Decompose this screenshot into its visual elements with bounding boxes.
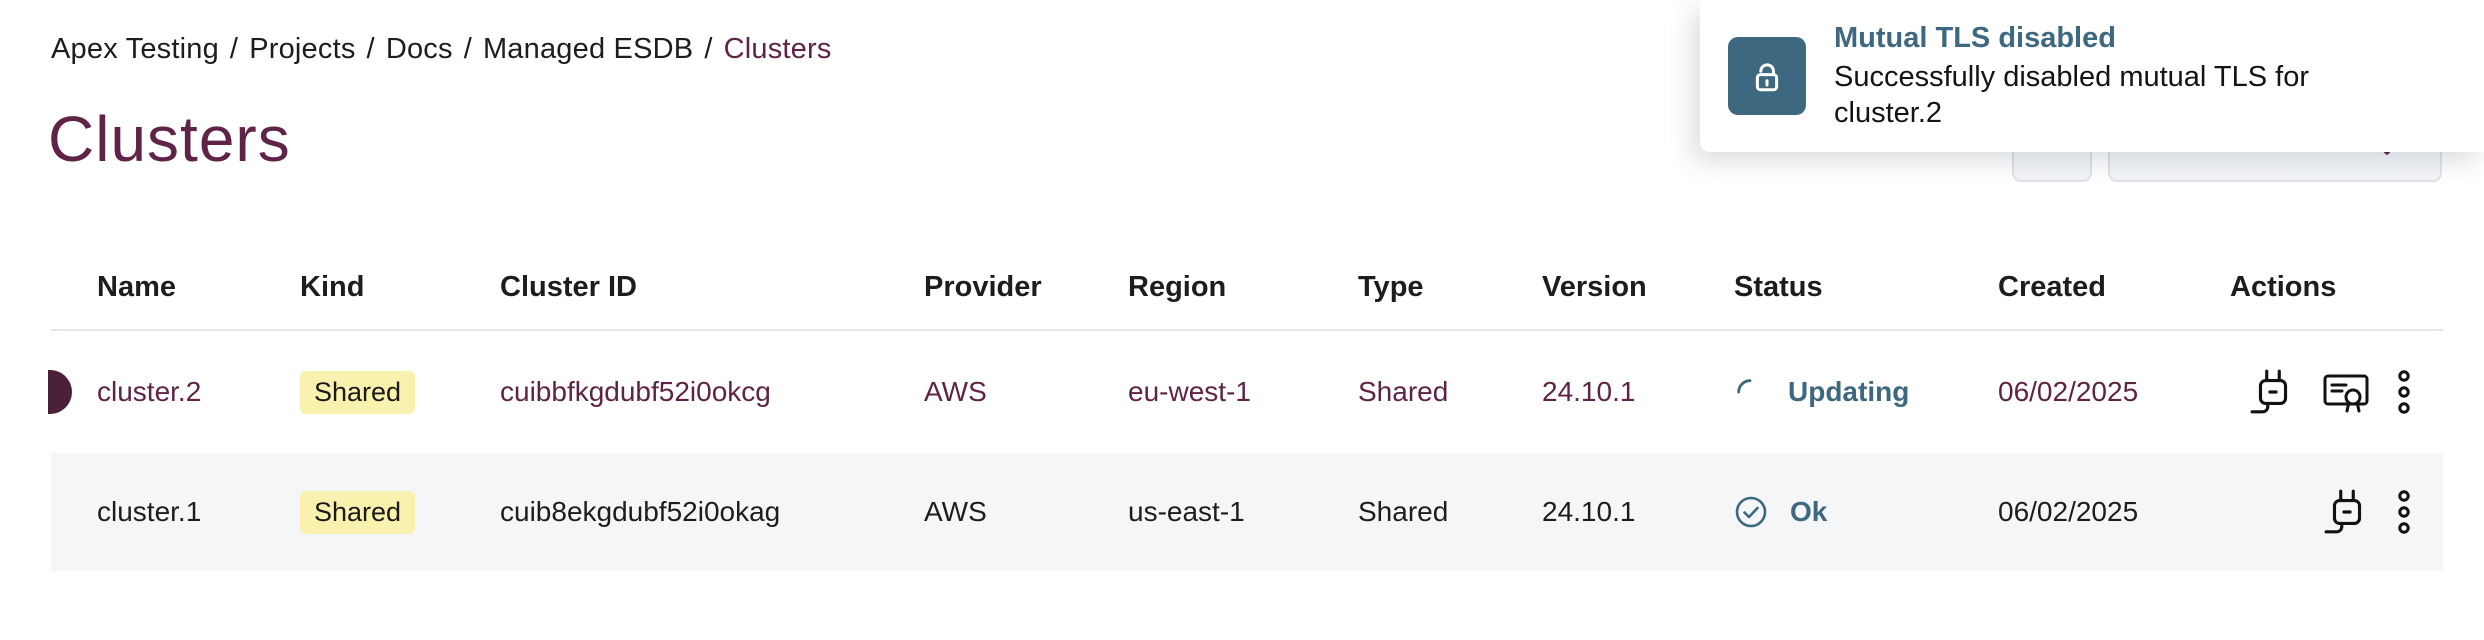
breadcrumb-separator: /: [704, 33, 713, 65]
table-row-cluster-1[interactable]: cluster.1 Shared cuib8ekgdubf52i0okag AW…: [51, 453, 2443, 571]
row-menu-button[interactable]: [2396, 490, 2412, 534]
toast-notification[interactable]: Mutual TLS disabled Successfully disable…: [1700, 0, 2484, 152]
kebab-menu-icon: [2398, 370, 2410, 414]
cell-cluster-id: cuib8ekgdubf52i0okag: [500, 496, 781, 527]
cell-version: 24.10.1: [1542, 496, 1636, 527]
kebab-menu-icon: [2398, 490, 2410, 534]
connect-button[interactable]: [2324, 488, 2370, 536]
cell-status: Ok: [1734, 495, 1998, 529]
spinner-icon: [1737, 379, 1752, 394]
column-header-cluster-id: Cluster ID: [500, 270, 637, 303]
breadcrumb-separator: /: [229, 33, 239, 65]
row-menu-button[interactable]: [2396, 370, 2412, 414]
cell-actions: [2230, 488, 2412, 536]
cell-type: Shared: [1358, 376, 1449, 407]
cell-actions: [2230, 368, 2412, 416]
page-title: Clusters: [48, 103, 291, 175]
breadcrumb-item-clusters: Clusters: [723, 33, 832, 65]
cell-name: cluster.2: [97, 376, 202, 407]
breadcrumb: Apex Testing / Projects / Docs / Managed…: [51, 33, 832, 66]
cell-created: 06/02/2025: [1998, 496, 2139, 527]
certificate-button[interactable]: [2322, 370, 2370, 414]
cell-provider: AWS: [924, 496, 987, 527]
breadcrumb-item-projects[interactable]: Projects: [249, 33, 356, 65]
cell-type: Shared: [1358, 496, 1449, 527]
column-header-version: Version: [1542, 270, 1647, 303]
column-header-provider: Provider: [924, 270, 1042, 303]
status-label: Updating: [1788, 376, 1910, 407]
column-header-kind: Kind: [300, 270, 365, 303]
cell-provider: AWS: [924, 376, 987, 407]
cell-name: cluster.1: [97, 496, 202, 527]
connect-plug-icon: [2324, 489, 2362, 534]
table-header-row: Name Kind Cluster ID Provider Region Typ…: [51, 245, 2443, 331]
toast-title: Mutual TLS disabled: [1834, 21, 2116, 54]
column-header-type: Type: [1358, 270, 1424, 303]
cell-region: us-east-1: [1128, 496, 1245, 527]
table-row-cluster-2[interactable]: cluster.2 Shared cuibbfkgdubf52i0okcg AW…: [48, 331, 2443, 453]
connect-plug-icon: [2250, 369, 2288, 414]
cell-version: 24.10.1: [1542, 376, 1636, 407]
cell-kind: Shared: [300, 370, 500, 414]
kind-badge: Shared: [300, 370, 416, 414]
cell-created: 06/02/2025: [1998, 376, 2139, 407]
breadcrumb-item-apex-testing[interactable]: Apex Testing: [51, 33, 219, 65]
status-label: Ok: [1790, 496, 1828, 527]
column-header-created: Created: [1998, 270, 2106, 303]
certificate-icon: [2323, 374, 2369, 413]
kind-badge: Shared: [300, 490, 416, 534]
unlock-icon: [1728, 37, 1806, 115]
column-header-actions: Actions: [2230, 270, 2337, 303]
column-header-name: Name: [97, 270, 176, 303]
breadcrumb-item-managed-esdb[interactable]: Managed ESDB: [482, 33, 694, 65]
toast-message: Successfully disabled mutual TLS for clu…: [1834, 60, 2309, 129]
breadcrumb-item-docs[interactable]: Docs: [385, 33, 453, 65]
column-header-status: Status: [1734, 270, 1823, 303]
selected-row-marker: [48, 370, 72, 414]
breadcrumb-separator: /: [366, 33, 375, 65]
breadcrumb-separator: /: [463, 33, 472, 65]
column-header-region: Region: [1128, 270, 1227, 303]
cell-region: eu-west-1: [1128, 376, 1251, 407]
toast-text: Mutual TLS disabled Successfully disable…: [1834, 22, 2416, 131]
cell-cluster-id: cuibbfkgdubf52i0okcg: [500, 376, 771, 407]
cell-kind: Shared: [300, 490, 500, 534]
connect-button[interactable]: [2250, 368, 2296, 416]
clusters-table: Name Kind Cluster ID Provider Region Typ…: [48, 245, 2443, 571]
check-circle-icon: [1735, 496, 1767, 528]
cell-status: Updating: [1734, 376, 1998, 408]
